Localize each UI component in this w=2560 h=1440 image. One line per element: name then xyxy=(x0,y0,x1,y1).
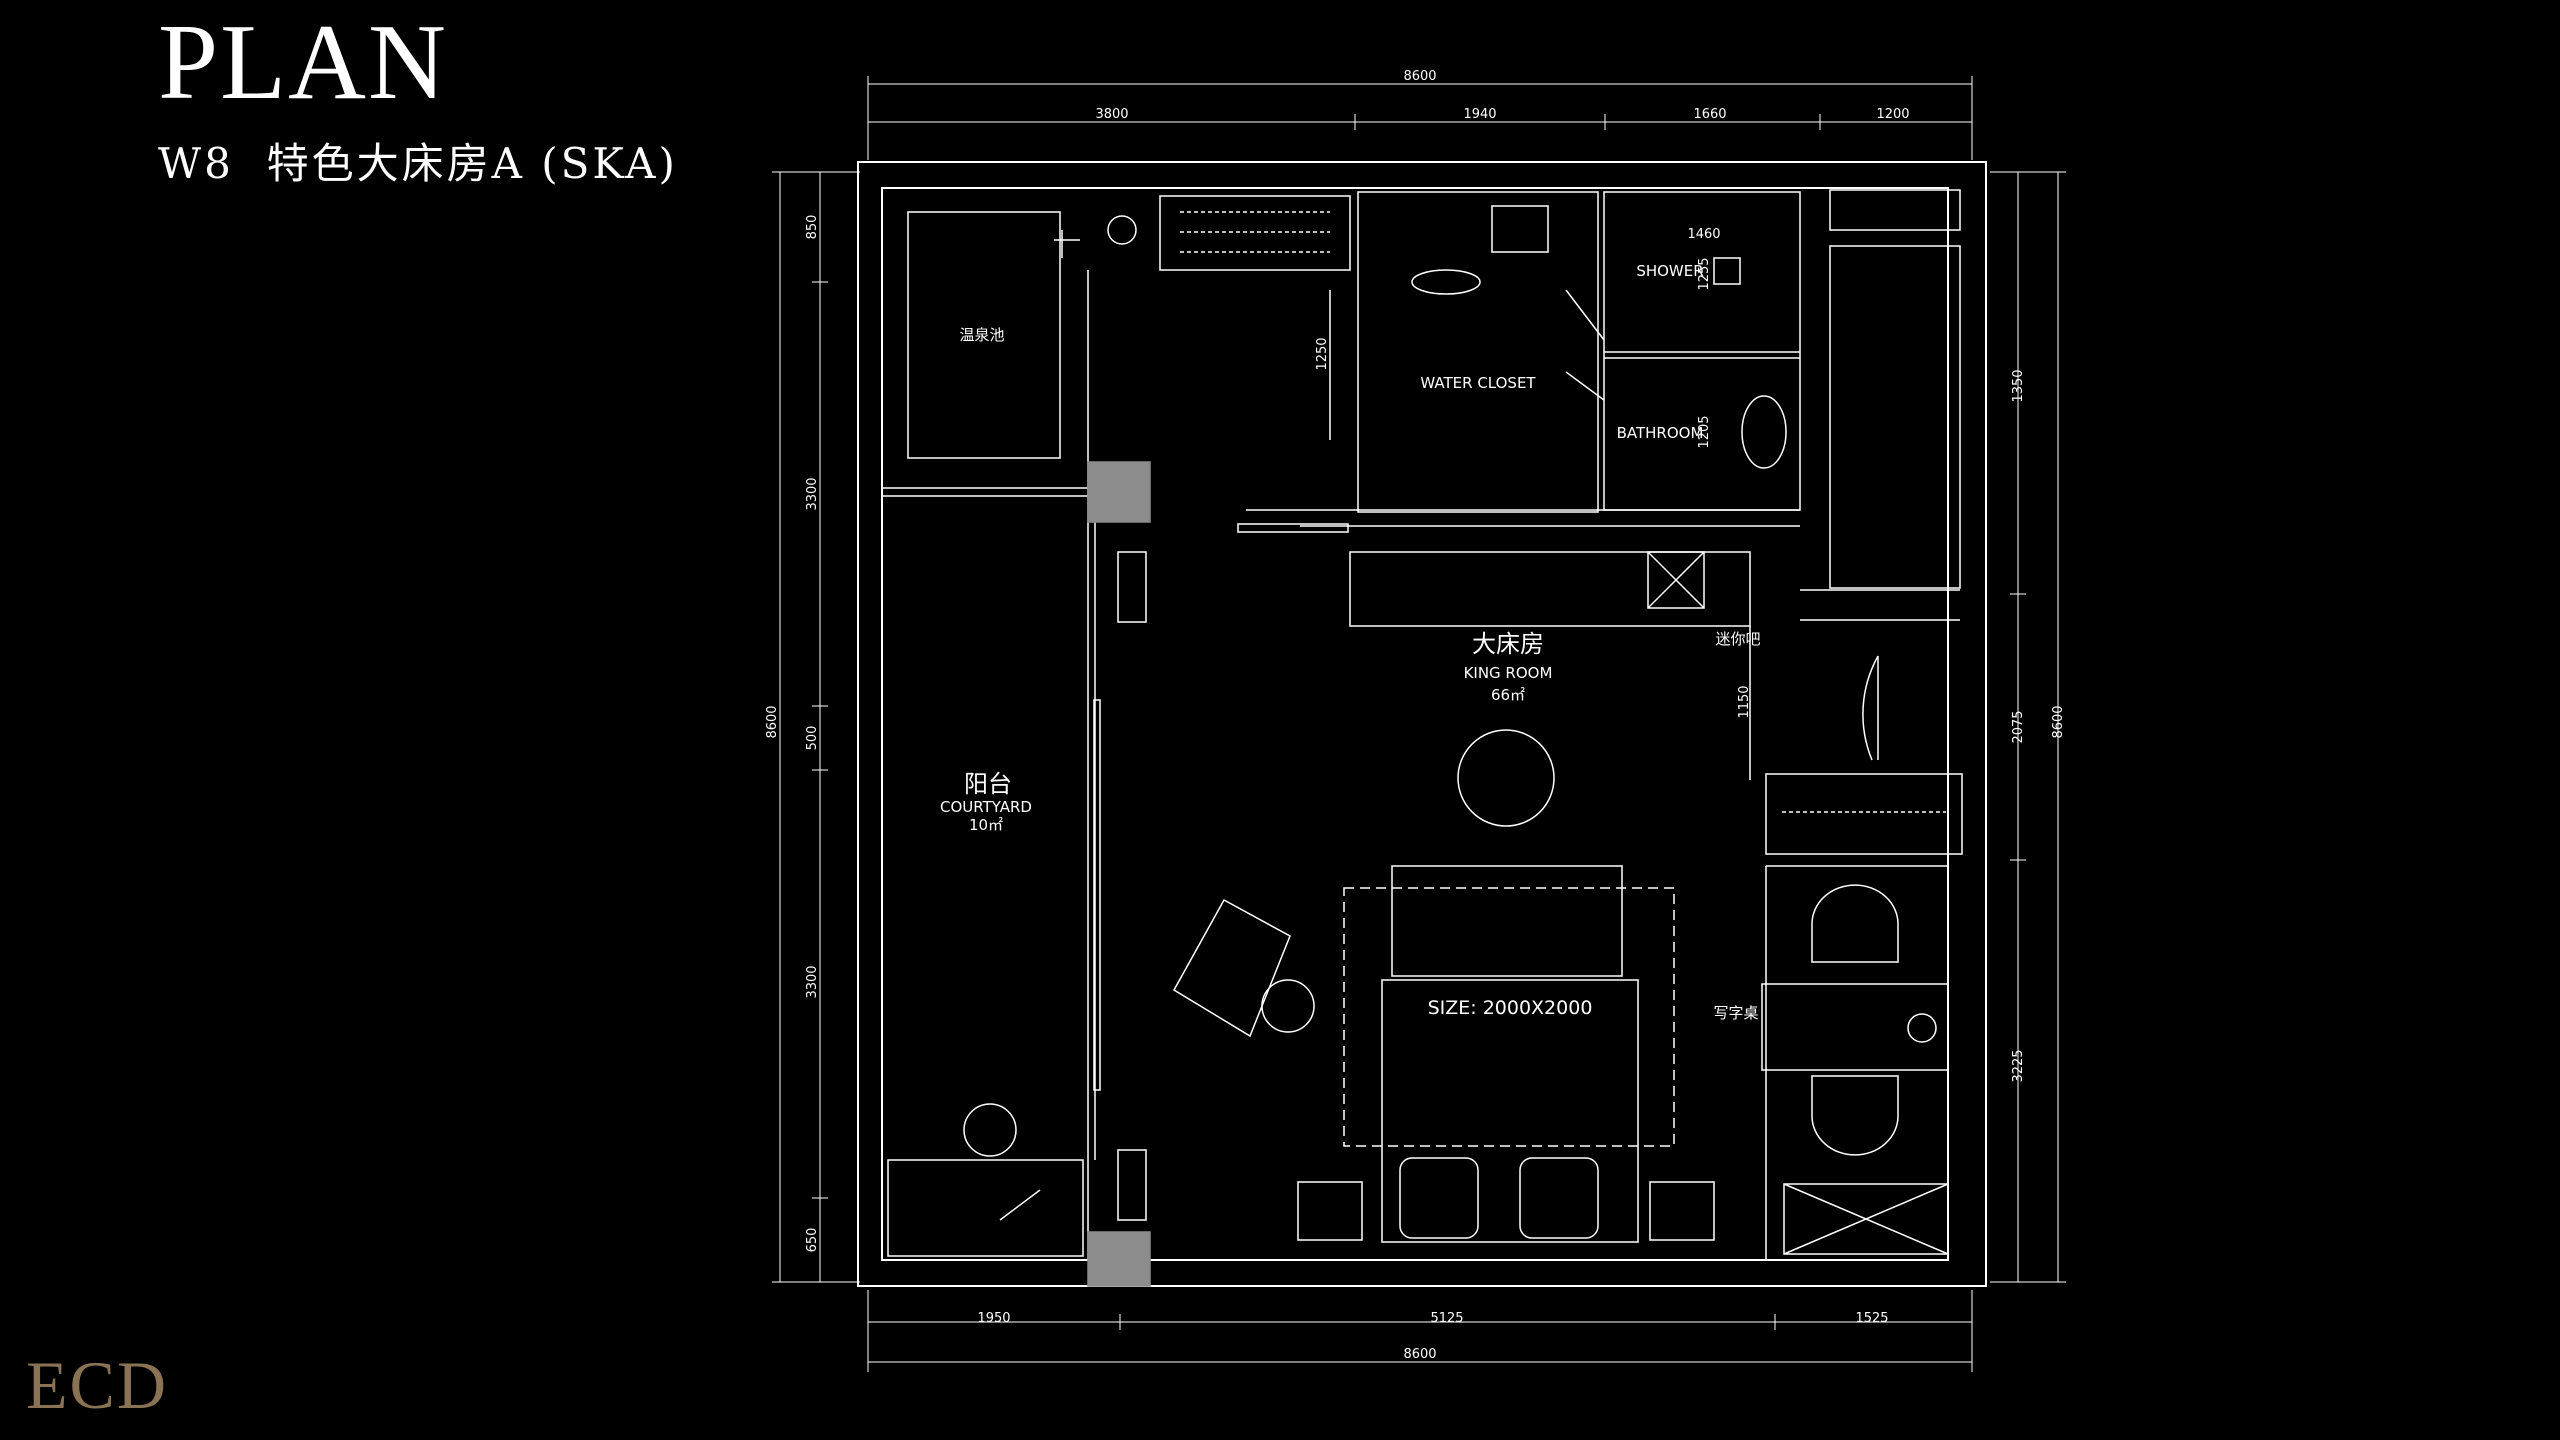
label-bathroom: BATHROOM xyxy=(1617,424,1704,442)
dim-bottom-seg-3: 1525 xyxy=(1855,1311,1888,1326)
bench xyxy=(1391,865,1623,977)
desk-chair-top xyxy=(1811,884,1899,963)
tv-console xyxy=(1349,551,1751,627)
courtyard-zone xyxy=(882,195,1351,1287)
label-desk: 写字桌 xyxy=(1713,1004,1758,1022)
dim-top-overall: 8600 xyxy=(1403,69,1436,84)
bathroom-block xyxy=(1237,191,1801,533)
entry-door-swing xyxy=(1862,655,1879,761)
wardrobe-zone xyxy=(1349,189,1963,1260)
sliding-door xyxy=(1093,699,1101,1091)
dim-bottom-overall: 8600 xyxy=(1403,1347,1436,1362)
drain-icon xyxy=(1107,215,1137,245)
outer-walls xyxy=(857,161,1987,1287)
column-top xyxy=(1087,461,1151,523)
rug xyxy=(1343,887,1675,1147)
desk xyxy=(1761,983,1949,1071)
king-room-furniture xyxy=(1172,729,1949,1255)
label-king-room-cn: 大床房 xyxy=(1472,630,1544,658)
dim-left-seg-3: 500 xyxy=(805,726,820,751)
desk-lamp-icon xyxy=(1907,1013,1937,1043)
courtyard-table xyxy=(963,1103,1017,1157)
dimension-bottom: 1950 5125 1525 8600 xyxy=(867,1290,1973,1372)
toilet-wc xyxy=(1411,269,1481,295)
page-subtitle: W8 特色大床房A (SKA) xyxy=(158,139,678,188)
dim-bottom-seg-1: 1950 xyxy=(977,1311,1010,1326)
pillow-right xyxy=(1519,1157,1599,1239)
wardrobe xyxy=(1829,245,1961,589)
dim-bottom-seg-2: 5125 xyxy=(1430,1311,1463,1326)
bed xyxy=(1381,979,1639,1243)
label-courtyard-cn: 阳台 xyxy=(964,770,1012,798)
dim-left-seg-5: 650 xyxy=(805,1228,820,1253)
dim-left-seg-2: 3300 xyxy=(805,477,820,510)
dimension-right: 8600 1350 2075 3225 xyxy=(1990,171,2066,1283)
dim-top-seg-4: 1200 xyxy=(1876,107,1909,122)
dim-right-seg-1: 1350 xyxy=(2011,369,2026,402)
dim-left-overall: 8600 xyxy=(765,705,780,738)
dimension-left: 8600 850 3300 500 3300 650 xyxy=(765,171,860,1283)
label-courtyard-area: 10㎡ xyxy=(969,816,1003,834)
curtain-bottom xyxy=(1117,1149,1147,1221)
column-bottom xyxy=(1087,1231,1151,1287)
dim-shower-height: 1255 xyxy=(1697,257,1712,290)
water-closet-room xyxy=(1357,191,1599,513)
nightstand-right xyxy=(1649,1181,1715,1241)
dim-water-closet: 1250 xyxy=(1315,337,1330,370)
lounge-chair xyxy=(1172,898,1291,1038)
label-king-room-en: KING ROOM xyxy=(1464,664,1553,682)
label-king-room-area: 66㎡ xyxy=(1491,686,1525,704)
label-shower: SHOWER xyxy=(1636,262,1703,280)
dim-bathroom: 1205 xyxy=(1697,415,1712,448)
entry-cabinet xyxy=(1765,773,1963,855)
dim-entry: 1150 xyxy=(1737,685,1752,718)
brand-logo: ECD xyxy=(26,1347,168,1423)
dim-top-seg-1: 3800 xyxy=(1095,107,1128,122)
dim-shower-width: 1460 xyxy=(1687,227,1720,242)
luggage-rack xyxy=(1783,1183,1949,1255)
spa-pool xyxy=(907,211,1061,459)
label-spa-pool: 温泉池 xyxy=(959,326,1004,344)
dim-left-seg-1: 850 xyxy=(805,215,820,240)
desk-chair-bottom xyxy=(1811,1075,1899,1156)
sink xyxy=(1491,205,1549,253)
nightstand-left xyxy=(1297,1181,1363,1241)
shower-drain xyxy=(1713,257,1741,285)
dim-left-seg-4: 3300 xyxy=(805,965,820,998)
dim-right-seg-2: 2075 xyxy=(2011,710,2026,743)
label-minibar: 迷你吧 xyxy=(1715,630,1760,648)
daybed xyxy=(887,1159,1084,1257)
curtain-top xyxy=(1117,551,1147,623)
wardrobe-top xyxy=(1829,189,1961,231)
side-table xyxy=(1261,979,1315,1033)
dim-top-seg-2: 1940 xyxy=(1463,107,1496,122)
pillow-left xyxy=(1399,1157,1479,1239)
label-water-closet: WATER CLOSET xyxy=(1420,374,1536,392)
dimension-top: 8600 3800 1940 1660 1200 xyxy=(867,69,1973,160)
toilet-bath xyxy=(1741,395,1787,469)
room-labels: 温泉池 WATER CLOSET 1250 SHOWER 1460 1255 B… xyxy=(940,227,1761,1022)
page-title: PLAN xyxy=(158,3,449,122)
dim-top-seg-3: 1660 xyxy=(1693,107,1726,122)
vanity-counter xyxy=(1159,195,1351,271)
dim-right-overall: 8600 xyxy=(2051,705,2066,738)
pocket-door xyxy=(1237,523,1349,533)
round-table xyxy=(1457,729,1555,827)
label-courtyard-en: COURTYARD xyxy=(940,798,1032,816)
dim-right-seg-3: 3225 xyxy=(2011,1049,2026,1082)
label-bed-size: SIZE: 2000X2000 xyxy=(1428,997,1593,1019)
